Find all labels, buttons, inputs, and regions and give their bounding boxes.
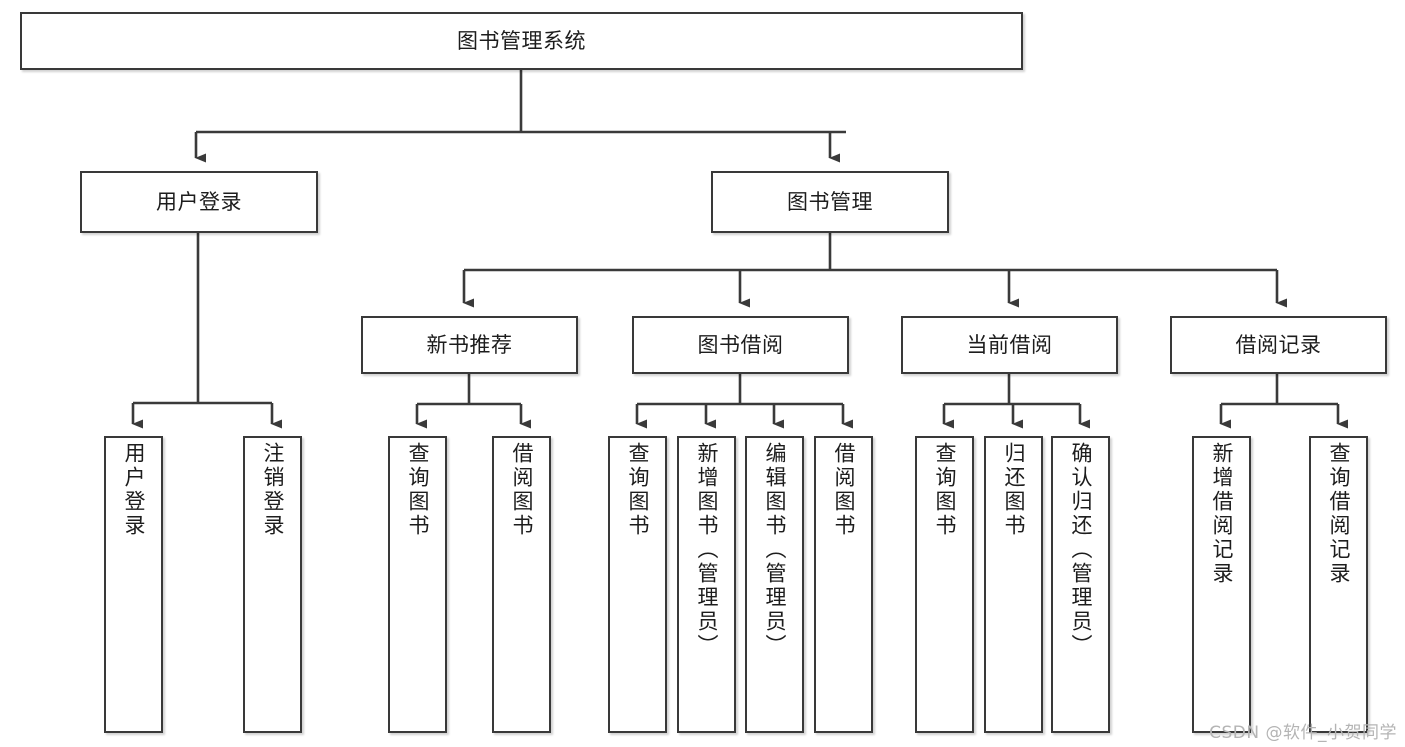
- node-leaf-query-book-current[interactable]: 查询图书: [915, 436, 974, 733]
- node-leaf-logout[interactable]: 注销登录: [243, 436, 302, 733]
- node-leaf-user-login[interactable]: 用户登录: [104, 436, 163, 733]
- node-label: 用户登录: [156, 189, 242, 214]
- node-label: 图书管理: [787, 189, 873, 214]
- node-label: 新增借阅记录: [1210, 442, 1234, 586]
- node-label: 确认归还（管理员）: [1069, 442, 1093, 658]
- node-leaf-add-borrow-record[interactable]: 新增借阅记录: [1192, 436, 1251, 733]
- node-new-book-recommend[interactable]: 新书推荐: [361, 316, 578, 374]
- node-label: 借阅记录: [1235, 332, 1322, 357]
- node-leaf-query-book-borrow[interactable]: 查询图书: [608, 436, 667, 733]
- node-label: 图书管理系统: [457, 28, 586, 53]
- node-leaf-edit-book-admin[interactable]: 编辑图书（管理员）: [745, 436, 804, 733]
- node-label: 注销登录: [261, 442, 285, 538]
- node-label: 用户登录: [122, 442, 146, 538]
- node-label: 新增图书（管理员）: [695, 442, 719, 658]
- node-label: 借阅图书: [510, 442, 534, 538]
- node-label: 编辑图书（管理员）: [763, 442, 787, 658]
- node-root-book-management-system[interactable]: 图书管理系统: [20, 12, 1023, 70]
- node-borrow-record[interactable]: 借阅记录: [1170, 316, 1387, 374]
- node-label: 查询图书: [406, 442, 430, 538]
- node-leaf-borrow-book[interactable]: 借阅图书: [814, 436, 873, 733]
- node-book-management[interactable]: 图书管理: [711, 171, 949, 233]
- node-leaf-query-book-newbook[interactable]: 查询图书: [388, 436, 447, 733]
- node-label: 归还图书: [1002, 442, 1026, 538]
- node-label: 当前借阅: [966, 332, 1053, 357]
- node-leaf-return-book[interactable]: 归还图书: [984, 436, 1043, 733]
- node-leaf-query-borrow-record[interactable]: 查询借阅记录: [1309, 436, 1368, 733]
- node-leaf-confirm-return-admin[interactable]: 确认归还（管理员）: [1051, 436, 1110, 733]
- node-label: 新书推荐: [426, 332, 513, 357]
- node-book-borrow[interactable]: 图书借阅: [632, 316, 849, 374]
- csdn-watermark: CSDN @软件_小贺同学: [1209, 723, 1397, 743]
- node-leaf-add-book-admin[interactable]: 新增图书（管理员）: [677, 436, 736, 733]
- node-label: 查询图书: [933, 442, 957, 538]
- node-user-login[interactable]: 用户登录: [80, 171, 318, 233]
- node-label: 图书借阅: [697, 332, 784, 357]
- node-label: 查询借阅记录: [1327, 442, 1351, 586]
- node-label: 借阅图书: [832, 442, 856, 538]
- node-leaf-borrow-book-newbook[interactable]: 借阅图书: [492, 436, 551, 733]
- node-current-borrow[interactable]: 当前借阅: [901, 316, 1118, 374]
- node-label: 查询图书: [626, 442, 650, 538]
